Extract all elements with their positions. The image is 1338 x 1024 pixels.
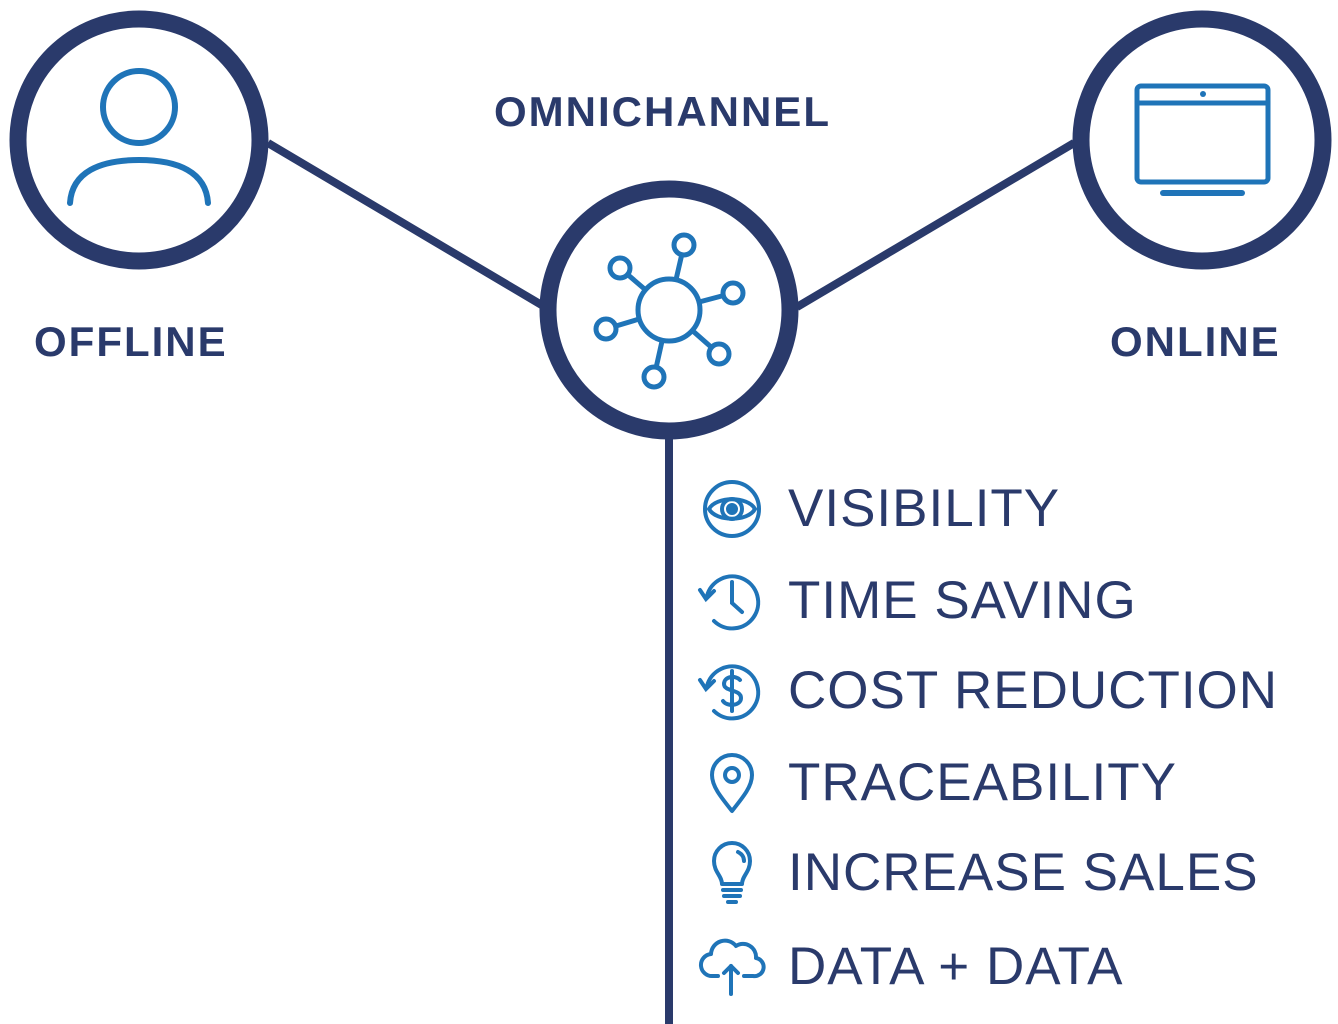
location-pin-icon — [710, 753, 754, 813]
offline-node — [9, 10, 269, 270]
lightbulb-icon — [712, 841, 752, 904]
monitor-camera-dot — [1200, 91, 1206, 97]
omnichannel-label: OMNICHANNEL — [494, 88, 831, 135]
online-label: ONLINE — [1110, 318, 1281, 365]
benefit-label: DATA + DATA — [788, 937, 1124, 996]
benefit-label: COST REDUCTION — [788, 661, 1279, 720]
benefit-label: TIME SAVING — [788, 571, 1137, 630]
benefit-increase-sales: INCREASE SALES — [696, 838, 1336, 908]
benefit-cost-reduction: COST REDUCTION — [696, 656, 1336, 726]
benefit-traceability: TRACEABILITY — [696, 748, 1336, 818]
connector-offline — [265, 139, 548, 311]
benefit-data-plus-data: DATA + DATA — [696, 932, 1336, 1002]
online-node — [1072, 10, 1332, 270]
center-node — [539, 180, 799, 440]
eye-icon — [703, 480, 761, 538]
network-hub-icon — [593, 232, 746, 390]
clock-history-icon — [698, 574, 761, 631]
user-icon — [67, 68, 211, 206]
dollar-cycle-icon — [698, 664, 761, 721]
benefit-label: TRACEABILITY — [788, 753, 1177, 812]
benefit-label: INCREASE SALES — [788, 843, 1259, 902]
connector-online — [794, 139, 1077, 311]
benefit-time-saving: TIME SAVING — [696, 566, 1336, 636]
offline-label: OFFLINE — [34, 318, 228, 365]
cloud-upload-icon — [698, 938, 766, 996]
monitor-icon — [1134, 83, 1271, 196]
benefit-label: VISIBILITY — [788, 479, 1061, 538]
benefit-visibility: VISIBILITY — [696, 474, 1336, 544]
